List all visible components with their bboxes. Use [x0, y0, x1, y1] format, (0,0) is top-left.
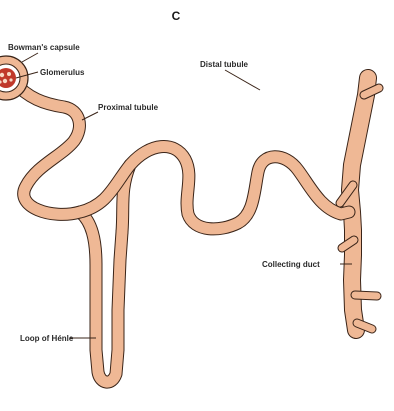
label-bowmans-capsule: Bowman's capsule — [8, 43, 80, 52]
nephron-tubule — [14, 82, 349, 229]
label-collecting-duct: Collecting duct — [262, 260, 320, 269]
label-loop-of-henle: Loop of Hénle — [20, 334, 74, 343]
label-glomerulus: Glomerulus — [40, 68, 85, 77]
panel-letter: C — [172, 9, 181, 23]
leader-distal-tubule — [225, 70, 260, 90]
leader-bowmans-capsule — [22, 53, 38, 62]
label-distal-tubule: Distal tubule — [200, 60, 249, 69]
label-proximal-tubule: Proximal tubule — [98, 103, 159, 112]
leader-proximal-tubule — [82, 112, 98, 120]
collecting-duct — [340, 78, 379, 330]
